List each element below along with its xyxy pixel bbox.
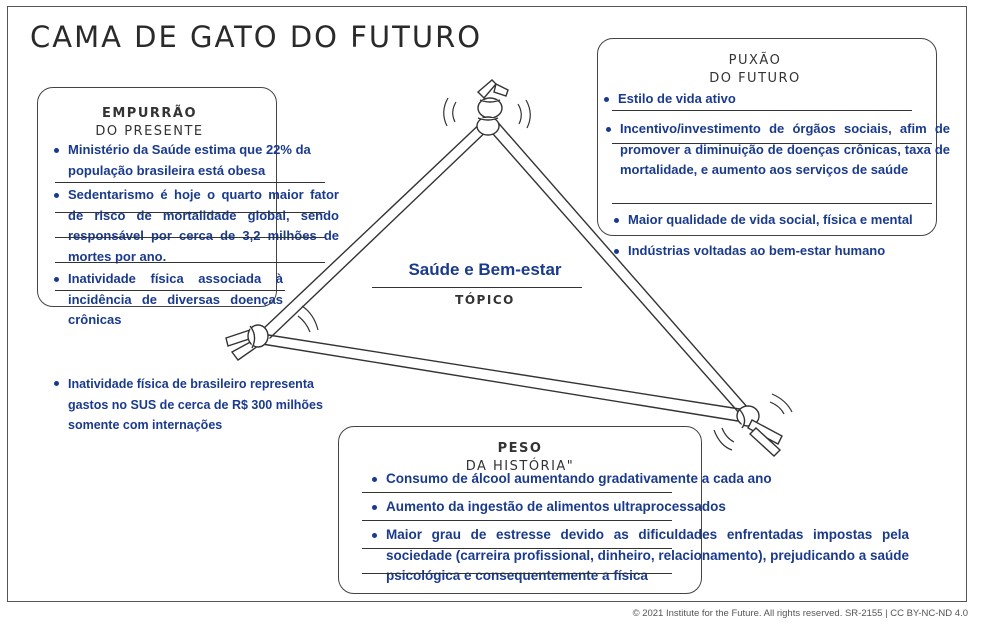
bullet-icon <box>54 277 59 282</box>
pull-title-main: PUXÃO <box>728 53 782 68</box>
push-item-2: Sedentarismo é hoje o quarto maior fator… <box>54 185 339 267</box>
push-title-sub: DO PRESENTE <box>95 124 204 139</box>
top-knot-icon <box>476 79 509 136</box>
pull-of-future-box <box>597 38 937 236</box>
push-title-main: EMPURRÃO <box>101 106 198 121</box>
pull-item-1: Estilo de vida ativo <box>604 89 918 110</box>
topic-title: Saúde e Bem-estar <box>408 260 562 279</box>
right-vibration-marks-icon <box>713 393 793 451</box>
copyright-notice: © 2021 Institute for the Future. All rig… <box>632 608 968 619</box>
bullet-icon <box>372 477 377 482</box>
top-vibration-marks-icon <box>443 97 531 129</box>
push-title: EMPURRÃO DO PRESENTE <box>37 105 262 141</box>
pull-item-4: Indústrias voltadas ao bem-estar humano <box>614 241 938 262</box>
right-knot-icon <box>736 405 783 457</box>
push-of-present-box <box>37 87 277 307</box>
bullet-icon <box>614 249 619 254</box>
push-item-1: Ministério da Saúde estima que 22% da po… <box>54 140 326 181</box>
weight-title-main: PESO <box>497 441 543 456</box>
push-item-3: Inatividade física associada à incidênci… <box>54 269 283 331</box>
bullet-icon <box>372 533 377 538</box>
main-title: CAMA DE GATO DO FUTURO <box>30 20 483 54</box>
bullet-icon <box>54 381 59 386</box>
left-vibration-marks-icon <box>297 305 319 333</box>
bullet-icon <box>604 97 609 102</box>
weight-item-3: Maior grau de estresse devido as dificul… <box>372 525 909 587</box>
weight-item-1: Consumo de álcool aumentando gradativame… <box>372 469 886 490</box>
weight-rule-4 <box>362 573 672 574</box>
weight-item-2: Aumento da ingestão de alimentos ultrapr… <box>372 497 886 518</box>
weight-rule-1 <box>362 492 672 493</box>
bullet-icon <box>614 218 619 223</box>
pull-title-sub: DO FUTURO <box>709 71 801 86</box>
weight-rule-2 <box>362 520 672 521</box>
bullet-icon <box>606 127 611 132</box>
topic-rule <box>372 287 582 288</box>
weight-title: PESO DA HISTÓRIA" <box>460 440 580 476</box>
weight-rule-3 <box>362 548 672 549</box>
topic-label: TÓPICO <box>455 293 515 307</box>
pull-title: PUXÃO DO FUTURO <box>690 52 820 88</box>
push-item-4: Inatividade física de brasileiro represe… <box>54 374 346 436</box>
bullet-icon <box>54 148 59 153</box>
left-knot-icon <box>225 324 269 361</box>
push-rule-1 <box>55 182 325 183</box>
bullet-icon <box>54 193 59 198</box>
pull-rule-3 <box>612 203 932 204</box>
pull-item-3: Maior qualidade de vida social, física e… <box>614 210 948 231</box>
pull-rule-1 <box>612 110 912 111</box>
pull-item-2: Incentivo/investimento de órgãos sociais… <box>606 119 950 181</box>
weight-of-history-box <box>338 426 702 594</box>
push-rule-5 <box>55 290 285 291</box>
push-rule-3 <box>55 237 325 238</box>
weight-title-sub: DA HISTÓRIA" <box>465 459 575 474</box>
poster-frame <box>7 6 967 602</box>
bullet-icon <box>372 505 377 510</box>
push-rule-4 <box>55 262 325 263</box>
push-rule-2 <box>55 212 325 213</box>
pull-rule-2 <box>612 143 932 144</box>
